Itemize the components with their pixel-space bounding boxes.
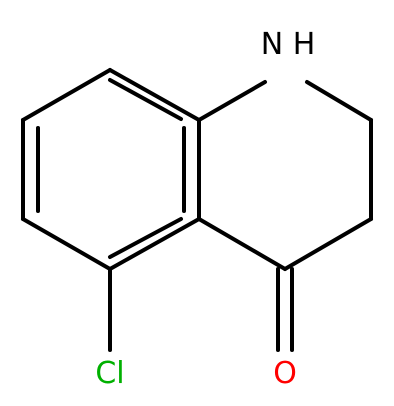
bond-c8-c7	[21, 68, 112, 122]
oxygen-label: O	[273, 356, 297, 391]
chlorine-label: Cl	[95, 356, 124, 391]
bond-n1-c2	[305, 80, 373, 122]
nitrogen-label: N	[261, 27, 283, 62]
bond-c4-c4a	[197, 217, 287, 271]
bond-c8-c8-inner	[108, 78, 183, 121]
bond-c4a-c4a-inner	[108, 217, 183, 259]
bond-c3-c4	[283, 217, 373, 271]
bond-c6-c5	[21, 217, 112, 271]
bond-c5-c4a	[108, 217, 201, 271]
nitrogen-hydrogen-label: H	[293, 27, 316, 62]
bond-c8a-n1	[197, 80, 267, 122]
bond-c8a-c8	[108, 68, 201, 122]
